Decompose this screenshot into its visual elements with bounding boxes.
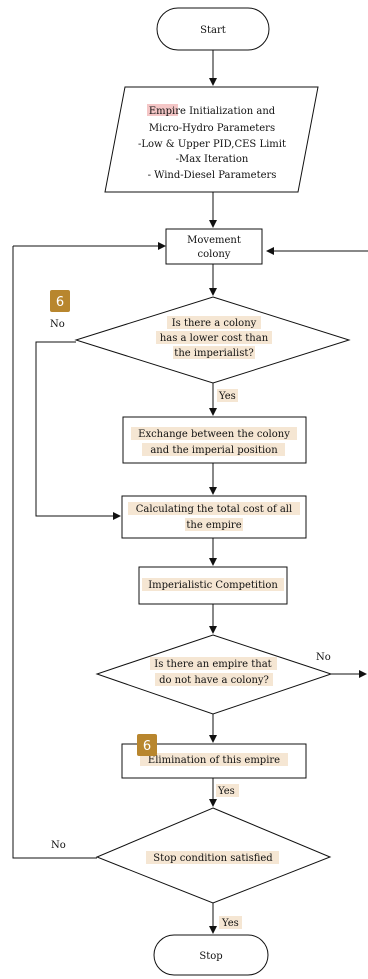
label-no-decision1: No — [50, 319, 65, 330]
decision2-line1: Is there an empire that — [154, 659, 271, 670]
init-line3: -Low & Upper PID,CES Limit — [138, 139, 286, 150]
start-terminal — [156, 7, 270, 51]
node-start: Start — [156, 7, 270, 51]
decision1-line2: has a lower cost than — [160, 333, 269, 344]
init-line2: Micro-Hydro Parameters — [149, 123, 275, 134]
decision1-hl3 — [173, 346, 255, 359]
comment-badge-1[interactable]: 6 — [50, 290, 70, 312]
node-decision2: Is there an empire that do not have a co… — [95, 634, 333, 715]
exchange-line1: Exchange between the colony — [138, 429, 290, 440]
stop-terminal — [153, 934, 269, 976]
node-decision1: Is there a colony has a lower cost than … — [74, 296, 351, 384]
node-stop: Stop — [153, 934, 269, 976]
node-competition: Imperialistic Competition — [138, 566, 288, 605]
comment-badge-2[interactable]: 6 — [137, 734, 157, 756]
decision1-hl2 — [156, 331, 272, 344]
elimination-label: Elimination of this empire — [148, 755, 280, 766]
label-yes-elimination: Yes — [217, 786, 235, 797]
edge-decision1-totalcost-no — [35, 341, 121, 520]
label-yes-decision3: Yes — [221, 918, 239, 929]
node-init: Empire Initialization and Micro-Hydro Pa… — [104, 86, 319, 193]
comment-badge-1-count: 6 — [56, 295, 64, 310]
label-yes1-hl — [217, 389, 238, 402]
decision1-line3: the imperialist? — [174, 348, 253, 359]
exchange-hl1 — [131, 427, 297, 440]
init-line5: - Wind-Diesel Parameters — [148, 170, 277, 181]
comment-badge-2-box[interactable] — [137, 734, 157, 756]
label-no-decision3: No — [51, 840, 66, 851]
exchange-line2: and the imperial position — [150, 445, 278, 456]
label-yes-decision1: Yes — [218, 391, 236, 402]
edge-decision3-loop-no — [12, 246, 97, 859]
label-no-decision2: No — [316, 652, 331, 663]
decision2-hl2 — [155, 673, 273, 686]
comment-badge-1-box[interactable] — [50, 290, 70, 312]
movement-line1: Movement — [187, 235, 241, 246]
init-line4: -Max Iteration — [176, 154, 249, 165]
edge-labels: No Yes No Yes No Yes — [50, 319, 331, 929]
comment-badge-2-count: 6 — [143, 739, 151, 754]
node-movement: Movement colony — [165, 228, 263, 265]
edges — [12, 50, 368, 934]
stop-label: Stop — [199, 951, 222, 962]
decision2-line2: do not have a colony? — [159, 675, 269, 686]
movement-box — [165, 228, 263, 265]
decision3-label: Stop condition satisfied — [153, 853, 273, 864]
node-exchange: Exchange between the colony and the impe… — [122, 416, 307, 464]
decision1-line1: Is there a colony — [172, 318, 257, 329]
empire-highlight — [147, 104, 178, 116]
decision2-hl1 — [150, 657, 277, 670]
label-yes2-hl — [216, 784, 239, 797]
start-label: Start — [200, 25, 226, 36]
node-decision3: Stop condition satisfied — [95, 807, 332, 904]
movement-line2: colony — [198, 249, 231, 260]
competition-hl — [142, 578, 284, 591]
elimination-hl — [140, 753, 288, 766]
decision1-hl1 — [167, 316, 261, 329]
decision3-hl — [146, 851, 279, 864]
exchange-hl2 — [142, 443, 285, 456]
node-total-cost: Calculating the total cost of all the em… — [121, 495, 307, 539]
init-line1: Empire Initialization and — [149, 106, 276, 117]
competition-label: Imperialistic Competition — [148, 580, 278, 591]
totalcost-line1: Calculating the total cost of all — [136, 504, 292, 515]
totalcost-hl2 — [185, 518, 243, 531]
totalcost-line2: the empire — [186, 520, 241, 531]
label-yes3-hl — [219, 916, 242, 929]
totalcost-hl1 — [128, 502, 300, 515]
